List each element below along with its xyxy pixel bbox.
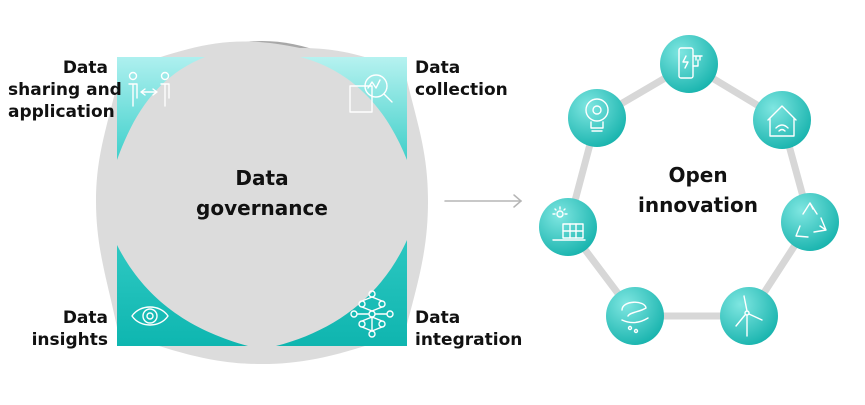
title-line: governance [196,196,328,220]
eye-icon [131,306,169,326]
lightbulb-gear-icon [585,98,609,132]
label-data-sharing: Data sharing and application [8,57,122,123]
smart-home-icon [767,105,797,137]
label-data-insights: Data insights [8,307,108,351]
people-exchange-icon [128,71,170,107]
recycle-icon [795,202,827,238]
innovation-node-water [606,287,664,345]
network-nodes-icon [350,290,394,338]
innovation-node-smart-home [753,91,811,149]
governance-blob [96,41,428,364]
innovation-node-wind-turbine [720,287,778,345]
label-line: integration [415,330,523,350]
title-line: Open [668,163,728,187]
document-chart-icon [349,74,393,113]
wind-turbine-icon [735,295,763,337]
ev-charger-icon [678,47,703,79]
label-line: application [8,102,115,122]
label-line: Data [415,308,461,328]
title-line: innovation [638,193,758,217]
label-line: insights [31,330,108,350]
label-line: Data [415,58,461,78]
label-line: Data [62,308,108,328]
label-line: collection [415,80,508,100]
solar-panel-icon [552,206,586,241]
label-data-integration: Data integration [415,307,522,351]
label-line: sharing and [8,80,122,100]
innovation-node-ev-charger [660,35,718,93]
innovation-title: Open innovation [618,160,778,220]
innovation-node-lightbulb [568,89,626,147]
innovation-node-recycle [781,193,839,251]
title-line: Data [235,166,289,190]
water-hand-icon [621,301,649,334]
label-line: Data [62,58,108,78]
label-data-collection: Data collection [415,57,508,101]
innovation-node-solar [539,198,597,256]
governance-title: Data governance [182,163,342,223]
arrow-right-icon [444,194,523,208]
